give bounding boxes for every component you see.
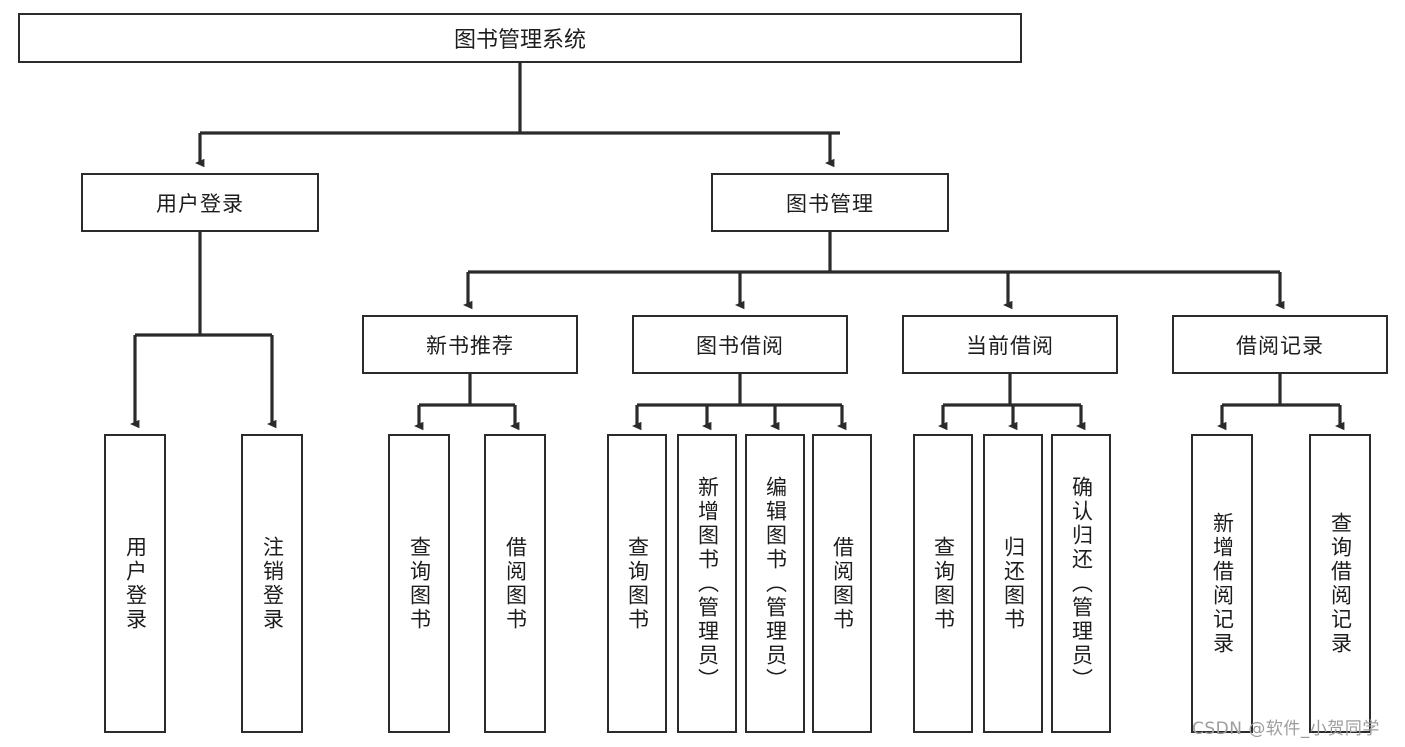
node-label: 图书借阅 [696,333,784,358]
node-label: 注销登录 [260,535,285,632]
node-leaf-edit-book-admin[interactable]: 编辑图书（管理员） [745,434,805,733]
watermark-text: CSDN @软件_小贺同学 [1192,719,1380,739]
node-label: 新增借阅记录 [1210,511,1235,656]
node-book-management[interactable]: 图书管理 [711,173,949,232]
node-leaf-add-borrow-record[interactable]: 新增借阅记录 [1191,434,1253,733]
csdn-watermark: CSDN @软件_小贺同学 [1192,714,1380,739]
node-leaf-query-book-current[interactable]: 查询图书 [913,434,973,733]
node-label: 图书管理 [786,191,874,216]
node-label: 图书管理系统 [453,28,586,53]
node-user-login[interactable]: 用户登录 [81,173,319,232]
node-label: 当前借阅 [966,333,1054,358]
node-label: 借阅图书 [830,535,855,632]
node-label: 查询图书 [407,535,432,632]
node-label: 查询图书 [931,535,956,632]
node-book-borrow[interactable]: 图书借阅 [632,315,848,374]
node-leaf-borrow-book-new[interactable]: 借阅图书 [484,434,546,733]
node-label: 确认归还（管理员） [1069,475,1094,692]
node-label: 用户登录 [156,191,244,216]
node-leaf-query-borrow-record[interactable]: 查询借阅记录 [1309,434,1371,733]
node-label: 新书推荐 [426,333,514,358]
node-label: 新增图书（管理员） [695,475,720,692]
node-label: 用户登录 [123,535,148,632]
node-label: 查询图书 [625,535,650,632]
node-current-borrow[interactable]: 当前借阅 [902,315,1118,374]
node-label: 借阅图书 [503,535,528,632]
node-root-system[interactable]: 图书管理系统 [18,13,1022,63]
node-leaf-borrow-book[interactable]: 借阅图书 [812,434,872,733]
node-leaf-add-book-admin[interactable]: 新增图书（管理员） [677,434,737,733]
node-label: 借阅记录 [1236,333,1324,358]
node-leaf-user-login[interactable]: 用户登录 [104,434,166,733]
node-new-book-recommend[interactable]: 新书推荐 [362,315,578,374]
node-leaf-query-book-borrow[interactable]: 查询图书 [607,434,667,733]
node-borrow-record[interactable]: 借阅记录 [1172,315,1388,374]
node-label: 编辑图书（管理员） [763,475,788,692]
node-leaf-return-book[interactable]: 归还图书 [983,434,1043,733]
node-leaf-confirm-return-admin[interactable]: 确认归还（管理员） [1051,434,1111,733]
node-leaf-logout[interactable]: 注销登录 [241,434,303,733]
node-leaf-query-book-new[interactable]: 查询图书 [388,434,450,733]
node-label: 归还图书 [1001,535,1026,632]
node-label: 查询借阅记录 [1328,511,1353,656]
